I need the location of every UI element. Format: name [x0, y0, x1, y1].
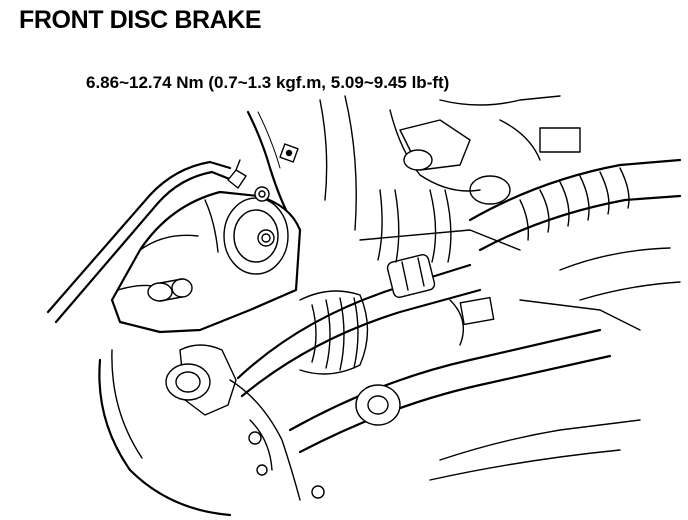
brake-caliper [110, 159, 302, 334]
lower-control-arm [288, 328, 641, 481]
brake-disc-knuckle [98, 344, 325, 517]
brake-pipe [246, 110, 299, 224]
tie-rod-boot [236, 254, 482, 398]
steering-gear-boot [468, 127, 682, 252]
frame-details [319, 95, 681, 346]
brake-hose-lines [46, 160, 234, 324]
page-title: FRONT DISC BRAKE [19, 6, 262, 34]
torque-spec-label: 6.86~12.74 Nm (0.7~1.3 kgf.m, 5.09~9.45 … [86, 73, 450, 92]
